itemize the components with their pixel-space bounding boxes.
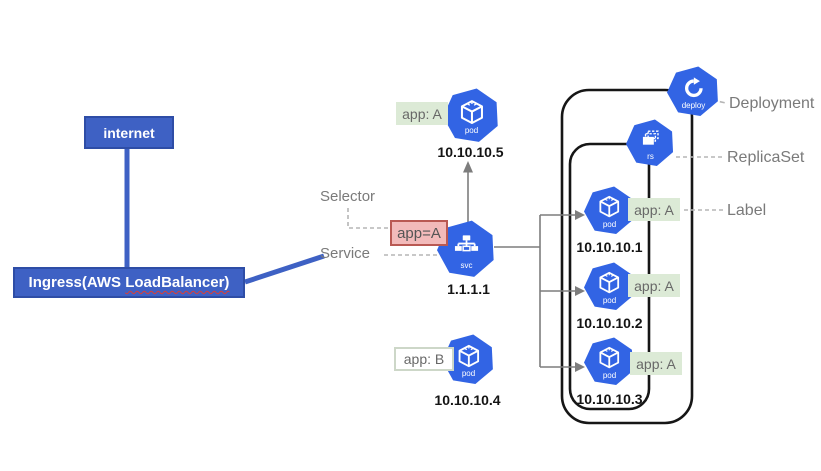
pod-caption: pod (461, 369, 476, 379)
selector-dashed-line (347, 208, 390, 229)
pod2-icon: pod (584, 262, 633, 311)
deployment-annotation: Deployment (729, 95, 815, 112)
rs-caption: rs (647, 151, 654, 161)
podb-ip: 10.10.10.4 (434, 392, 501, 408)
svc-caption: svc (460, 260, 473, 270)
pod1-label: app: A (628, 198, 680, 221)
pod3-label: app: A (630, 352, 682, 375)
pod3-ip: 10.10.10.3 (576, 391, 643, 407)
service-annotation: Service (320, 245, 371, 262)
internet-node: internet (84, 116, 174, 149)
replicaset-annotation: ReplicaSet (727, 149, 805, 166)
service-ip: 1.1.1.1 (447, 281, 490, 297)
pod-caption: pod (602, 295, 617, 305)
label-annotation: Label (727, 202, 767, 219)
selector-value-box: app=A (390, 220, 448, 246)
pod3-arrowhead (575, 362, 585, 372)
pod-caption: pod (464, 126, 479, 136)
selector-annotation: Selector (320, 188, 376, 205)
rs-glyph (642, 130, 659, 145)
pod-glyph (599, 347, 620, 369)
podtop-ip: 10.10.10.5 (437, 144, 504, 160)
pod2-arrowhead (575, 286, 585, 296)
pod-caption: pod (602, 370, 617, 380)
internet-label: internet (103, 124, 155, 141)
podb-label: app: B (394, 347, 454, 371)
ingress-label: Ingress(AWS LoadBalancer) (28, 274, 230, 291)
pod-glyph (599, 272, 620, 294)
deploy-glyph (684, 77, 703, 97)
selector-value: app=A (397, 224, 441, 242)
ingress-node: Ingress(AWS LoadBalancer) (13, 267, 245, 298)
pod-caption: pod (602, 219, 617, 229)
ingress-to-service-line (244, 253, 325, 285)
pod1-arrowhead (575, 210, 585, 220)
pod-glyph (458, 344, 479, 367)
podtop-arrowhead (463, 161, 473, 173)
pod2-label: app: A (628, 274, 680, 297)
pod1-ip: 10.10.10.1 (576, 239, 643, 255)
pod-glyph (460, 99, 483, 124)
deploy-caption: deploy (681, 101, 706, 111)
pod-glyph (599, 196, 620, 218)
svc-glyph (454, 234, 479, 251)
pod2-ip: 10.10.10.2 (576, 315, 643, 331)
podtop-label: app: A (396, 102, 448, 125)
deployment-boundary (560, 88, 694, 425)
